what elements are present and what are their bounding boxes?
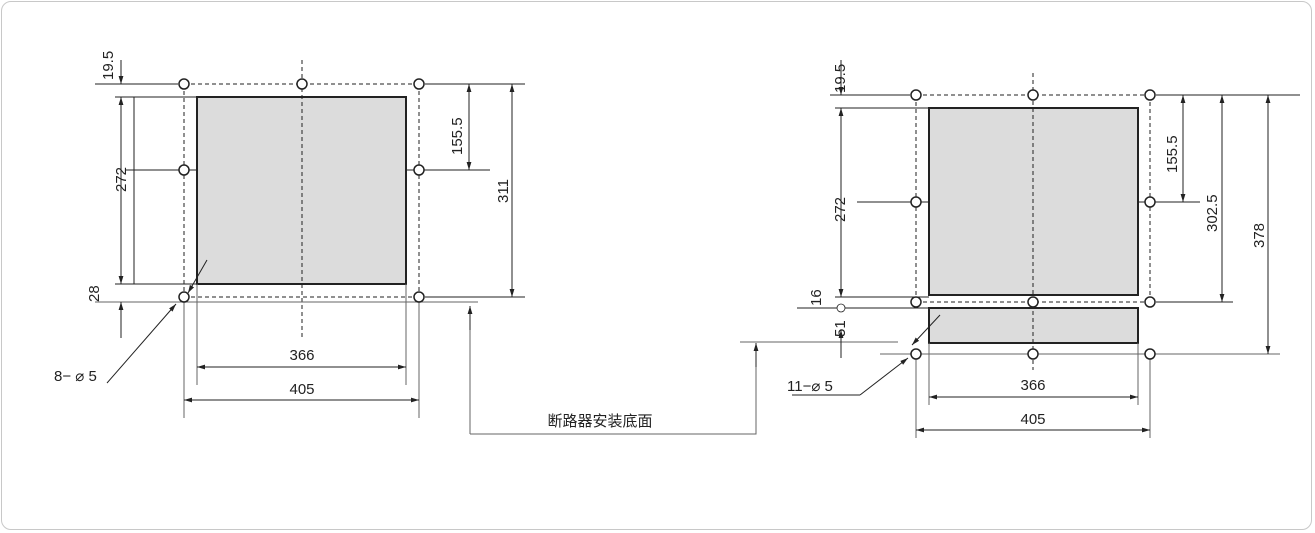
dim-405: 405 (1020, 411, 1045, 428)
dim-366: 366 (289, 347, 314, 364)
left-drawing: 19.5 272 28 155.5 311 366 405 8− ⌀ 5 (54, 51, 525, 418)
mounting-surface-label: 断路器安装底面 (547, 413, 652, 430)
mounting-holes-left (178, 78, 425, 303)
dim-28: 28 (86, 285, 103, 302)
dim-272: 272 (113, 167, 130, 192)
dim-19-5: 19.5 (100, 51, 117, 80)
right-drawing: 19.5 272 16 51 155.5 302.5 378 366 405 1… (787, 60, 1300, 438)
dim-155-5: 155.5 (449, 117, 466, 155)
mounting-surface-callout: 断路器安装底面 (467, 306, 898, 435)
dim-51: 51 (832, 320, 849, 337)
dim-378: 378 (1251, 223, 1268, 248)
dim-16: 16 (808, 289, 825, 306)
hole-callout-left: 8− ⌀ 5 (54, 368, 97, 385)
dim-302-5: 302.5 (1204, 194, 1221, 232)
dim-311: 311 (495, 179, 512, 203)
dim-155-5: 155.5 (1164, 135, 1181, 173)
dim-366: 366 (1020, 377, 1045, 394)
mounting-holes-right (910, 89, 1156, 360)
dim-405: 405 (289, 381, 314, 398)
dim-19-5: 19.5 (832, 64, 849, 93)
hole-callout-right: 11−⌀ 5 (787, 378, 833, 395)
dim-272: 272 (832, 197, 849, 222)
